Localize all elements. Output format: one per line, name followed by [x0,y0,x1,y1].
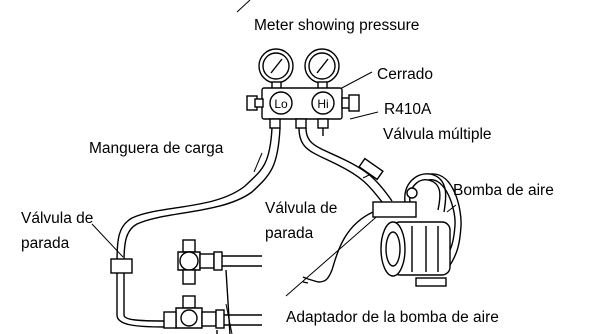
service-valve-upper [177,239,262,334]
charge-hose [116,127,281,328]
pressure-gauge-left [258,48,294,90]
pressure-gauge-right [304,48,340,90]
lo-label: Lo [274,97,288,111]
valvula-left-line2: parada [21,235,70,252]
valvula-mid-line1: Válvula de [265,200,337,217]
stop-valve-left [110,258,133,274]
valvula-mid-line2: parada [265,225,314,242]
stop-valve-middle [358,157,384,181]
manguera-label: Manguera de carga [89,140,224,157]
vacuum-pump [302,173,462,287]
lo-valve-knob: Lo [269,91,293,115]
service-valve-lower [163,295,262,334]
adaptador-label: Adaptador de la bomba de aire [286,309,499,326]
pump-hose [298,127,393,207]
valvula-multiple-label: Válvula múltiple [383,126,492,143]
pump-adapter [372,201,417,218]
hi-label: Hi [317,97,328,111]
hi-valve-knob: Hi [311,91,335,115]
meter-label: Meter showing pressure [254,17,419,34]
cerrado-label: Cerrado [377,66,433,83]
r410a-label: R410A [384,101,432,118]
valvula-left-line1: Válvula de [21,210,93,227]
manifold-body [246,87,360,129]
bomba-label: Bomba de aire [453,182,554,199]
